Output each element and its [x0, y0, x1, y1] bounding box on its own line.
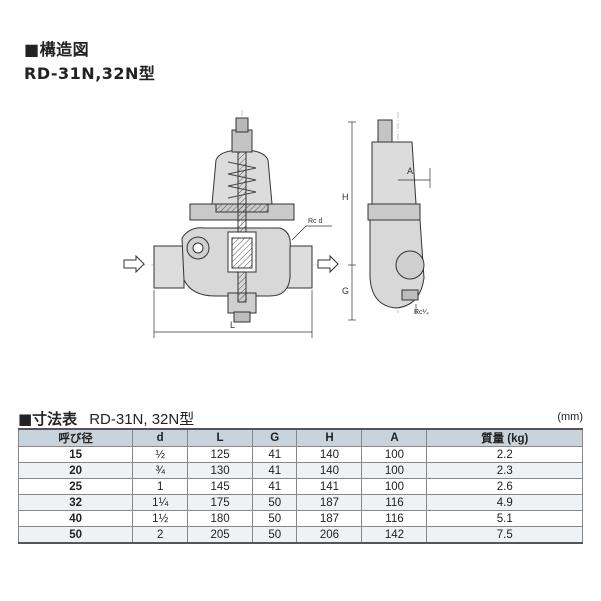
table-cell: 1: [132, 478, 189, 495]
table-cell: 15: [17, 446, 134, 463]
section-title-structure: ■構造図: [24, 40, 90, 59]
header-a: A: [361, 428, 428, 447]
dimensions-title: ■寸法表: [18, 410, 78, 428]
table-cell: 2.6: [426, 478, 583, 495]
dimensions-table: 呼び径 d L G H A 質量 (kg) 15 ½ 125 41 140 10…: [17, 428, 583, 544]
table-cell: 2.2: [426, 446, 583, 463]
table-cell: 2: [132, 526, 189, 544]
header-d: d: [132, 428, 189, 447]
table-cell: 100: [361, 478, 428, 495]
table-row: 32 1¼ 175 50 187 116 4.9: [17, 494, 583, 511]
structure-drawing: H G L Rc d A Rc¹⁄₄: [123, 110, 431, 338]
table-cell: 4.9: [426, 494, 583, 511]
table-cell: 175: [187, 494, 254, 511]
table-cell: 140: [296, 462, 363, 479]
model-name: RD-31N,32N型: [24, 64, 156, 83]
header-mass: 質量 (kg): [426, 428, 583, 447]
dimension-label-h: H: [342, 192, 349, 202]
table-row: 15 ½ 125 41 140 100 2.2: [17, 446, 583, 463]
table-cell: 130: [187, 462, 254, 479]
table-cell: 125: [187, 446, 254, 463]
table-row: 20 ¾ 130 41 140 100 2.3: [17, 462, 583, 479]
table-cell: 7.5: [426, 526, 583, 544]
table-cell: 1½: [132, 510, 189, 527]
table-cell: 206: [296, 526, 363, 544]
section-title-dimensions: ■寸法表 RD-31N, 32N型: [18, 408, 194, 429]
dimension-label-l: L: [230, 320, 235, 330]
table-cell: 187: [296, 494, 363, 511]
table-cell: 180: [187, 510, 254, 527]
table-cell: 142: [361, 526, 428, 544]
table-cell: 50: [252, 510, 298, 527]
table-cell: 1¼: [132, 494, 189, 511]
unit-label: (mm): [557, 411, 583, 423]
header-l: L: [187, 428, 254, 447]
header-g: G: [252, 428, 298, 447]
header-nominal-size: 呼び径: [17, 428, 134, 447]
table-cell: 41: [252, 478, 298, 495]
label-rc-quarter: Rc¹⁄₄: [414, 309, 429, 316]
table-cell: 32: [17, 494, 134, 511]
table-cell: 50: [17, 526, 134, 544]
table-cell: 100: [361, 446, 428, 463]
table-cell: ¾: [132, 462, 189, 479]
valve-body-front: [153, 117, 313, 323]
table-cell: 50: [252, 494, 298, 511]
table-cell: 145: [187, 478, 254, 495]
table-cell: 205: [187, 526, 254, 544]
header-h: H: [296, 428, 363, 447]
valve-body-side: [367, 119, 425, 309]
table-cell: 116: [361, 494, 428, 511]
label-rc-d: Rc d: [308, 218, 323, 225]
table-cell: 140: [296, 446, 363, 463]
dimension-label-a: A: [407, 166, 413, 176]
table-row: 25 1 145 41 141 100 2.6: [17, 478, 583, 495]
table-cell: 25: [17, 478, 134, 495]
table-header-row: 呼び径 d L G H A 質量 (kg): [17, 428, 583, 447]
table-cell: ½: [132, 446, 189, 463]
table-cell: 40: [17, 510, 134, 527]
dimension-label-g: G: [342, 286, 349, 296]
table-cell: 5.1: [426, 510, 583, 527]
table-cell: 141: [296, 478, 363, 495]
table-row: 50 2 205 50 206 142 7.5: [17, 526, 583, 544]
table-cell: 41: [252, 446, 298, 463]
table-cell: 20: [17, 462, 134, 479]
table-cell: 2.3: [426, 462, 583, 479]
table-cell: 116: [361, 510, 428, 527]
table-cell: 41: [252, 462, 298, 479]
table-row: 40 1½ 180 50 187 116 5.1: [17, 510, 583, 527]
dimensions-model: RD-31N, 32N型: [89, 411, 195, 428]
table-cell: 100: [361, 462, 428, 479]
table-cell: 187: [296, 510, 363, 527]
table-cell: 50: [252, 526, 298, 544]
